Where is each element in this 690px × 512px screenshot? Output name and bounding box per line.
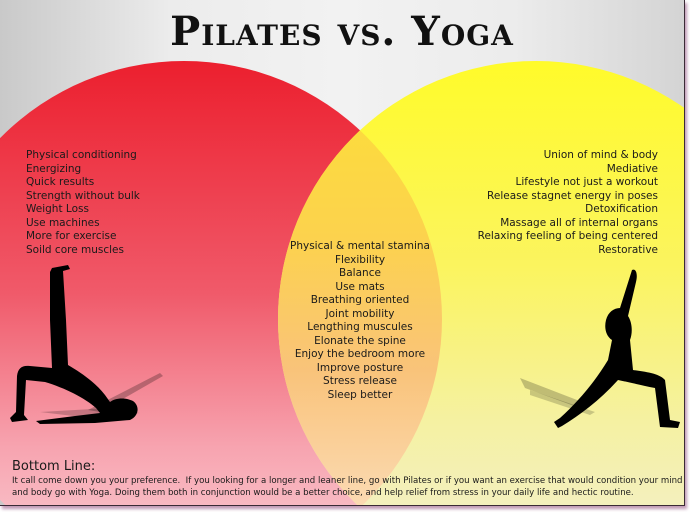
list-item: More for exercise <box>26 230 117 242</box>
list-item: Soild core muscles <box>26 243 124 256</box>
list-item: Relaxing feeling of being centered <box>477 230 658 242</box>
pilates-list: Physical conditioning Energizing Quick r… <box>26 149 140 257</box>
list-item: Improve posture <box>316 361 404 374</box>
list-item: Physical & mental stamina <box>290 240 430 252</box>
list-item: Lengthing muscules <box>307 321 413 333</box>
list-item: Physical conditioning <box>26 149 137 161</box>
list-item: Stress release <box>323 375 397 387</box>
list-item: Mediative <box>606 162 658 175</box>
bottom-line-heading: Bottom Line: <box>12 459 96 474</box>
list-item: Lifestyle not just a workout <box>515 176 658 188</box>
list-item: Balance <box>339 267 381 279</box>
list-item: Enjoy the bedroom more <box>294 348 426 360</box>
page-title: Pilates vs. Yoga <box>170 8 514 55</box>
list-item: Elonate the spine <box>314 334 406 347</box>
list-item: Detoxification <box>585 203 658 215</box>
bottom-line-text: It call come down you your preference. I… <box>12 475 683 499</box>
list-item: Union of mind & body <box>543 149 658 161</box>
list-item: Joint mobility <box>325 307 395 320</box>
pilates-bridge-pose-silhouette-icon <box>10 265 163 424</box>
shared-benefits-list: Physical & mental stamina Flexibility Ba… <box>260 240 460 402</box>
list-item: Use mats <box>335 280 385 293</box>
list-item: Strength without bulk <box>26 189 140 202</box>
list-item: Restorative <box>598 243 658 256</box>
list-item: Massage all of internal organs <box>500 216 658 229</box>
list-item: Release stagnet energy in poses <box>487 189 658 202</box>
list-item: Sleep better <box>327 388 393 401</box>
list-item: Use machines <box>26 216 100 229</box>
list-item: Weight Loss <box>26 203 89 215</box>
bottom-line-text-line2: and body go with Yoga. Doing them both i… <box>12 488 634 498</box>
yoga-warrior-pose-silhouette-icon <box>520 269 680 428</box>
yoga-list: Union of mind & body Mediative Lifestyle… <box>478 149 658 257</box>
overlap-region <box>0 61 442 505</box>
list-item: Breathing oriented <box>310 294 410 306</box>
list-item: Quick results <box>26 176 95 188</box>
list-item: Flexibility <box>334 253 386 266</box>
bottom-line-text-line1: It call come down you your preference. I… <box>12 476 683 486</box>
list-item: Energizing <box>26 162 82 175</box>
bottom-line-section: Bottom Line: It call come down you your … <box>12 459 683 499</box>
